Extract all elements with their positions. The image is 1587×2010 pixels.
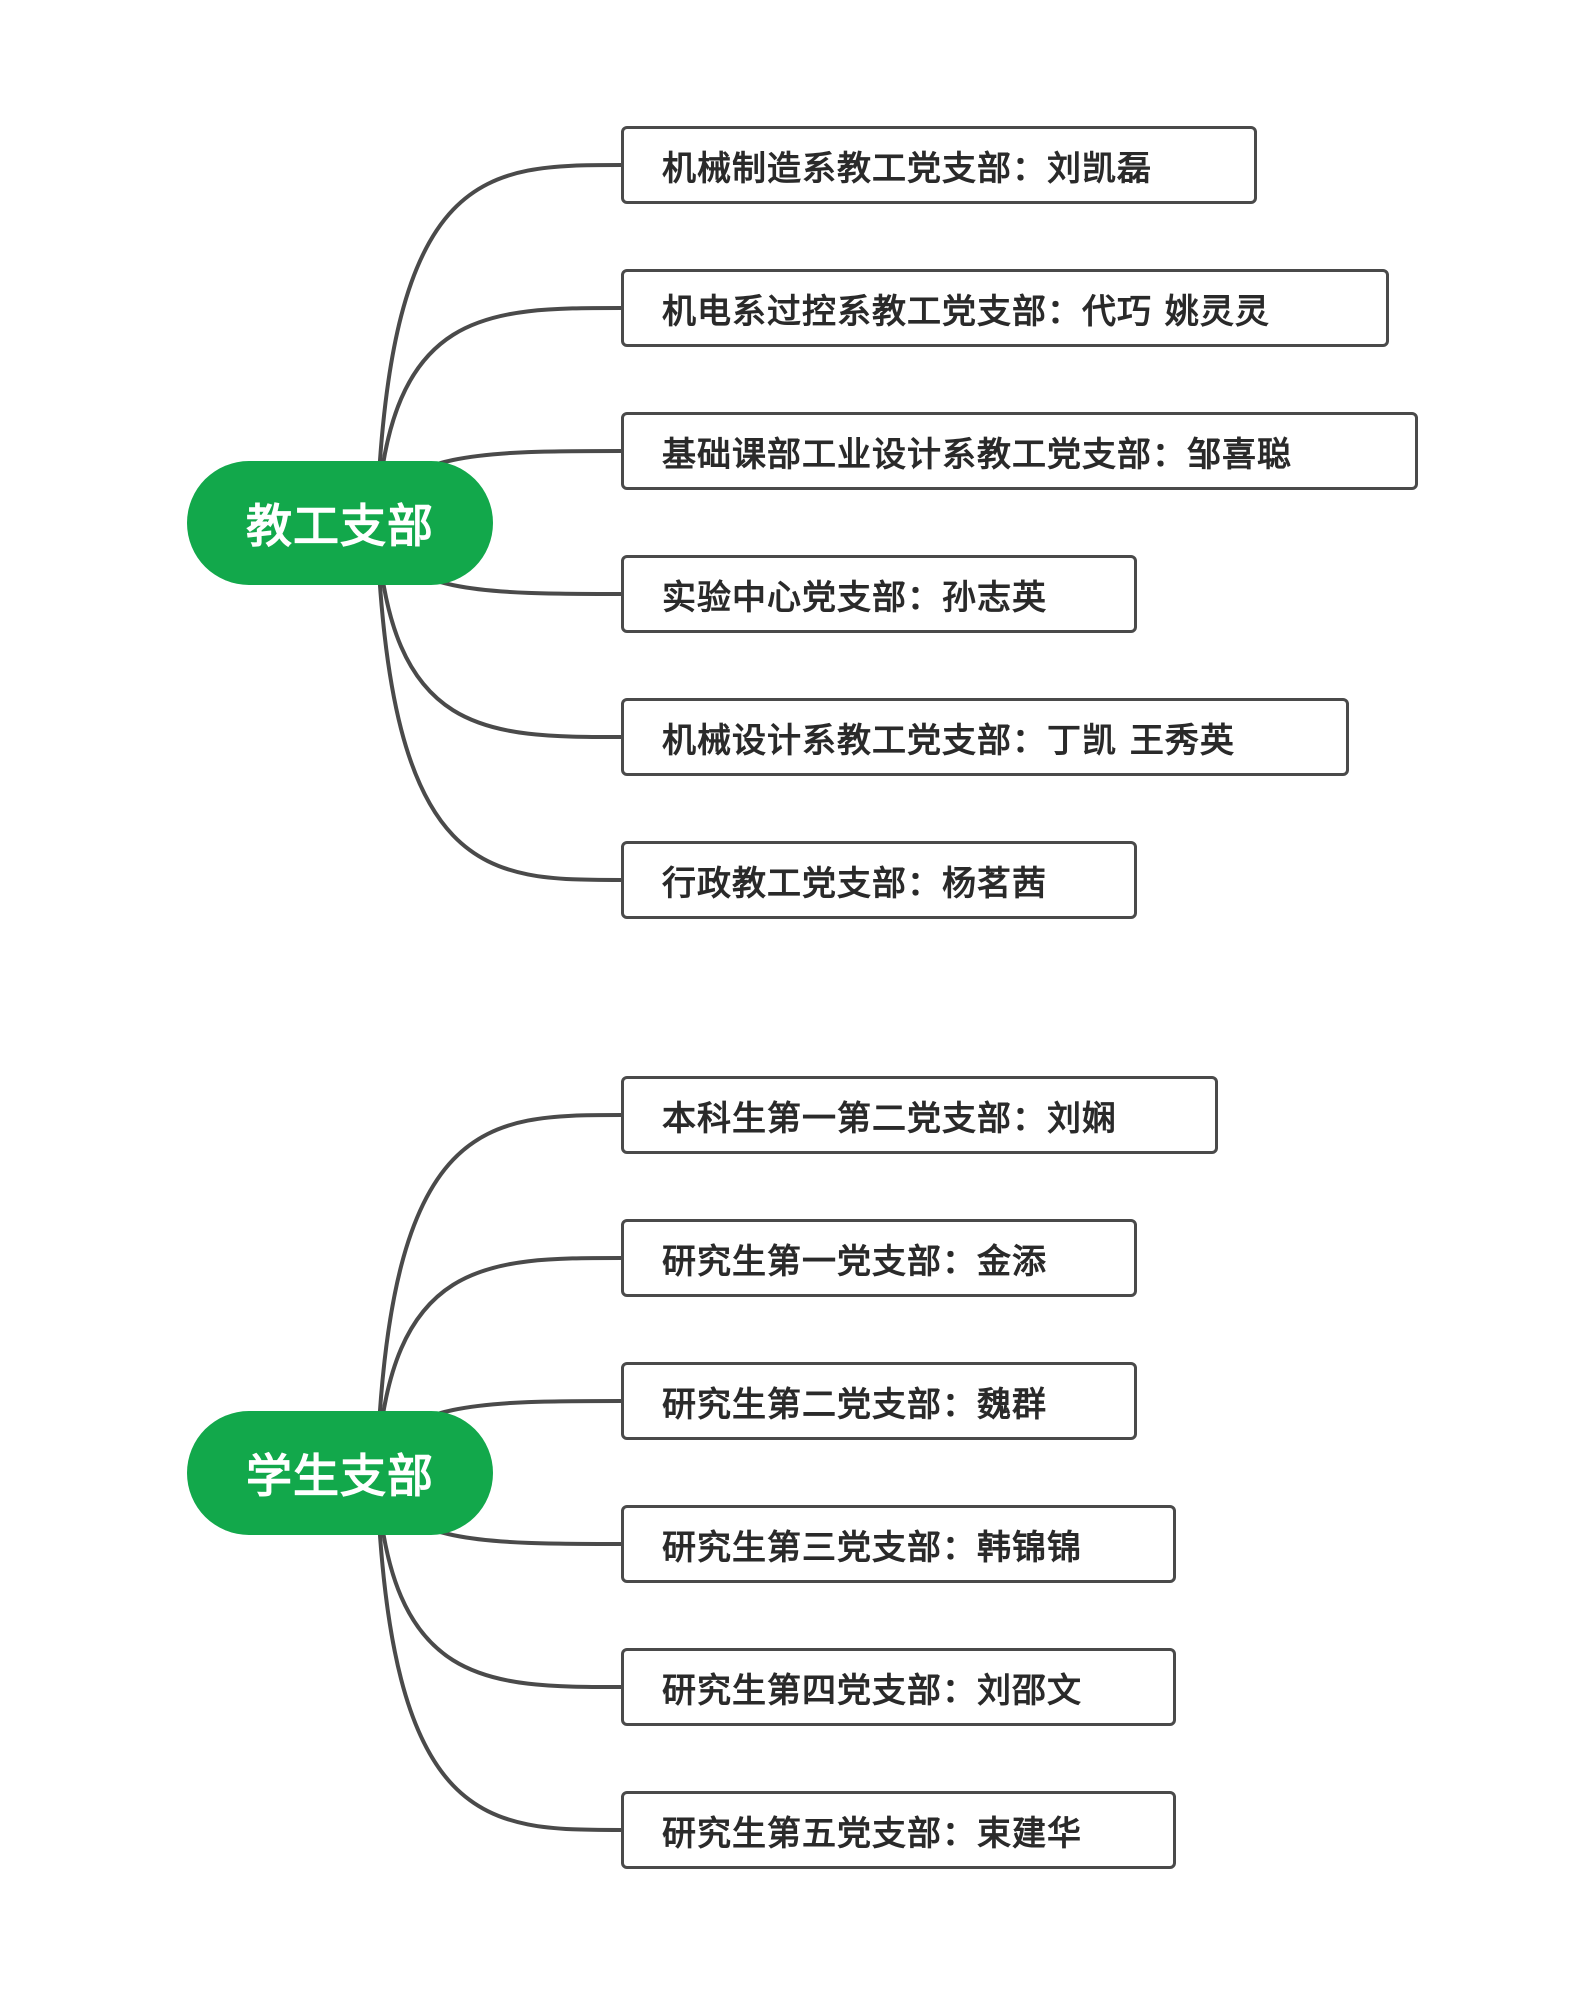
root-node-faculty-branch[interactable]: 教工支部 xyxy=(187,461,493,585)
child-node-faculty-1[interactable]: 机械制造系教工党支部：刘凯磊 xyxy=(621,126,1257,204)
connector-faculty-5 xyxy=(374,521,623,739)
connector-faculty-1 xyxy=(374,163,623,525)
connector-student-6 xyxy=(374,1471,623,1832)
child-node-faculty-6[interactable]: 行政教工党支部：杨茗茜 xyxy=(621,841,1137,919)
child-node-faculty-4[interactable]: 实验中心党支部：孙志英 xyxy=(621,555,1137,633)
child-node-faculty-3[interactable]: 基础课部工业设计系教工党支部：邹喜聪 xyxy=(621,412,1418,490)
connector-student-2 xyxy=(374,1256,623,1475)
child-node-student-2[interactable]: 研究生第一党支部：金添 xyxy=(621,1219,1137,1297)
child-node-student-1[interactable]: 本科生第一第二党支部：刘娴 xyxy=(621,1076,1218,1154)
connector-student-5 xyxy=(374,1471,623,1689)
connector-faculty-2 xyxy=(374,306,623,525)
connector-student-1 xyxy=(374,1113,623,1475)
child-node-student-6[interactable]: 研究生第五党支部：束建华 xyxy=(621,1791,1176,1869)
child-node-student-5[interactable]: 研究生第四党支部：刘邵文 xyxy=(621,1648,1176,1726)
connector-faculty-6 xyxy=(374,521,623,882)
child-node-faculty-2[interactable]: 机电系过控系教工党支部：代巧 姚灵灵 xyxy=(621,269,1389,347)
child-node-faculty-5[interactable]: 机械设计系教工党支部：丁凯 王秀英 xyxy=(621,698,1349,776)
root-node-student-branch[interactable]: 学生支部 xyxy=(187,1411,493,1535)
child-node-student-3[interactable]: 研究生第二党支部：魏群 xyxy=(621,1362,1137,1440)
child-node-student-4[interactable]: 研究生第三党支部：韩锦锦 xyxy=(621,1505,1176,1583)
